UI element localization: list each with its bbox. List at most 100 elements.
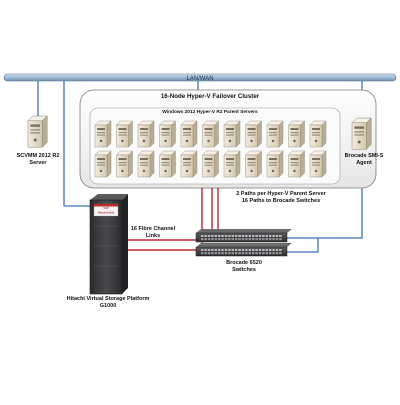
switch-port — [269, 235, 272, 237]
switch-port — [201, 238, 204, 241]
parent-server-icon — [202, 120, 219, 148]
switch-port — [214, 238, 217, 241]
switch-port — [265, 238, 268, 241]
switch-port — [221, 235, 224, 237]
switch-port — [255, 238, 258, 241]
fc-links — [125, 188, 219, 252]
switch-port — [255, 235, 258, 237]
switch-port — [207, 249, 211, 251]
switch-port — [207, 252, 211, 255]
switch-port — [231, 249, 234, 251]
parent-server-icon — [288, 120, 305, 148]
scvmm-label-line1: SCVMM 2012 R2 — [16, 153, 60, 159]
switch-port — [279, 249, 282, 251]
switch-port — [275, 249, 279, 251]
switch-port — [238, 249, 241, 251]
switch-port — [255, 252, 258, 255]
parent-server-icon — [223, 150, 241, 178]
switch-port — [228, 238, 231, 241]
storage-label: Hitachi Virtual Storage Platform G1000 — [48, 296, 168, 310]
fc-links-label: 16 Fibre Channel Links — [124, 226, 182, 240]
paths-label-line2: 16 Paths to Brocade Switches — [241, 197, 321, 204]
switch-port — [211, 235, 214, 237]
switch-port — [204, 249, 207, 251]
switch-port — [272, 238, 275, 241]
switch-port — [248, 249, 251, 251]
switches-label: Brocade 6520 Switches — [212, 260, 276, 274]
switch-port — [269, 252, 272, 255]
scvmm-label-line2: Server — [29, 159, 47, 166]
switch-ports — [201, 235, 282, 255]
paths-label-line1: 2 Paths per Hyper-V Parent Server — [236, 191, 326, 197]
switch-port — [204, 238, 207, 241]
switch-port — [241, 238, 245, 241]
switch-port — [241, 249, 245, 251]
switch-port — [201, 249, 204, 251]
switch-port — [224, 252, 228, 255]
switch-port — [204, 252, 207, 255]
switch-port — [272, 249, 275, 251]
smis-label-line2: Agent — [356, 159, 372, 166]
storage-badge-line2: Hitachi Hybrid — [98, 212, 115, 215]
parent-server-icon — [309, 120, 327, 148]
switch-port — [211, 249, 214, 251]
parent-server-icon — [288, 150, 305, 178]
switch-port — [255, 249, 258, 251]
switch-port — [279, 235, 282, 237]
switch-port — [235, 252, 238, 255]
parent-server-icon — [137, 150, 155, 178]
parent-server-icon — [266, 120, 284, 148]
switch-port — [262, 249, 265, 251]
switch-port — [235, 235, 238, 237]
parent-server-icon — [116, 150, 133, 178]
fc-links-label-line1: 16 Fibre Channel — [130, 226, 176, 232]
switch-port — [262, 252, 265, 255]
switch-port — [207, 235, 211, 237]
switch-port — [218, 249, 221, 251]
switch-port — [252, 252, 255, 255]
parent-server-icon — [180, 120, 198, 148]
switch-port — [221, 238, 224, 241]
switch-port — [258, 238, 262, 241]
switch-port — [258, 252, 262, 255]
scvmm-server-icon — [27, 115, 48, 148]
switch-port — [252, 249, 255, 251]
storage-label-line2: G1000 — [99, 302, 117, 309]
switch-port — [218, 238, 221, 241]
parent-server-icon — [309, 150, 327, 178]
switch-port — [245, 252, 248, 255]
switch-port — [265, 235, 268, 237]
switch-port — [224, 235, 228, 237]
switch-port — [269, 238, 272, 241]
switch-port — [228, 249, 231, 251]
switch-port — [224, 249, 228, 251]
switch-port — [207, 238, 211, 241]
parent-server-icon — [266, 150, 284, 178]
scvmm-label: SCVMM 2012 R2 Server — [6, 153, 70, 167]
switch-port — [214, 235, 217, 237]
switch-port — [262, 238, 265, 241]
switch-port — [275, 238, 279, 241]
switch-port — [245, 238, 248, 241]
cluster-title: 16-Node Hyper-V Failover Cluster — [160, 93, 260, 100]
switch-port — [218, 235, 221, 237]
switch-port — [279, 238, 282, 241]
switch-port — [279, 252, 282, 255]
storage-array-icon — [89, 194, 128, 295]
lan-wan-label: LAN/WAN — [186, 75, 214, 82]
parent-server-icon — [159, 150, 176, 178]
lan-wan-bar — [3, 73, 397, 82]
parent-servers-label: Windows 2012 Hyper-V R2 Parent Servers — [162, 110, 258, 115]
switch-port — [265, 249, 268, 251]
parent-server-icon — [245, 150, 262, 178]
switch-port — [214, 249, 217, 251]
switch-port — [252, 238, 255, 241]
parent-server-icon — [116, 120, 133, 148]
switch-port — [248, 238, 251, 241]
switch-port — [238, 238, 241, 241]
switch-port — [248, 235, 251, 237]
switch-port — [241, 252, 245, 255]
switch-port — [231, 235, 234, 237]
switch-port — [275, 235, 279, 237]
switch-port — [248, 252, 251, 255]
